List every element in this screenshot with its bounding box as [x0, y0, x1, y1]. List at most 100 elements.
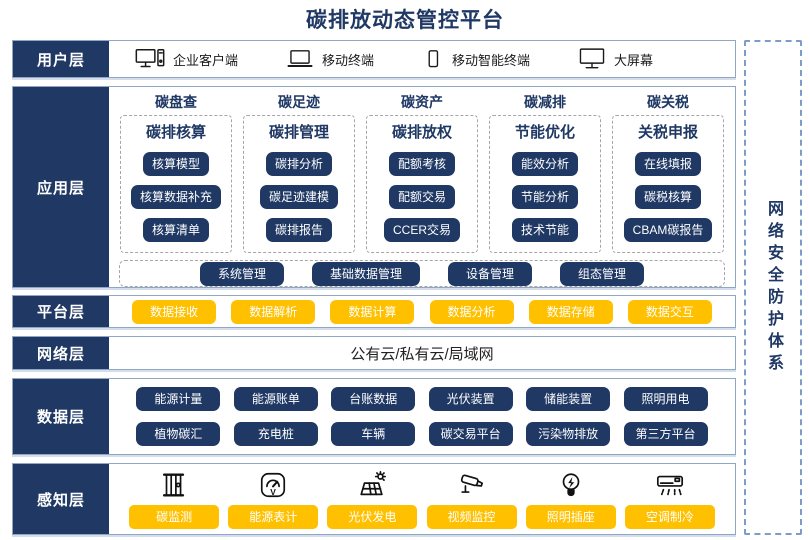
user-terminal-label: 大屏幕	[614, 52, 654, 68]
big-screen-icon	[578, 47, 606, 71]
app-group-header: 碳资产	[401, 94, 443, 110]
app-group-subtitle: 碳排管理	[268, 124, 329, 141]
layer-label-user: 用户层	[13, 41, 109, 77]
smartphone-icon	[422, 47, 444, 71]
network-cloud-text: 公有云/私有云/局域网	[350, 345, 494, 363]
user-layer-content: 企业客户端 移动终端 移动智能终端	[109, 41, 735, 77]
cctv-camera-icon	[457, 470, 487, 500]
app-group-box: 节能优化 能效分析 节能分析 技术节能	[489, 115, 601, 253]
data-source-chip: 第三方平台	[623, 422, 708, 446]
app-group-box: 碳排放权 配额考核 配额交易 CCER交易	[366, 115, 478, 253]
app-common-chip: 设备管理	[448, 261, 533, 286]
user-terminal-enterprise: 企业客户端	[135, 48, 238, 71]
data-source-chip: 污染物排放	[526, 422, 611, 446]
app-module-chip: 核算清单	[142, 218, 209, 242]
perception-chip: 能源表计	[228, 504, 319, 529]
layer-data: 数据层 能源计量 能源账单 台账数据 光伏装置 储能装置 照明用电 植物碳汇 充…	[12, 378, 736, 455]
perception-chip: 视频监控	[426, 504, 517, 529]
platform-chip: 数据接收	[132, 299, 217, 324]
air-conditioner-icon	[655, 470, 685, 500]
data-source-chip: 充电桩	[233, 422, 318, 446]
app-layer-content: 碳盘查 碳排核算 核算模型 核算数据补充 核算清单 碳足迹 碳排管理 碳排分析	[109, 87, 735, 287]
perception-item-solar: 光伏发电	[324, 470, 420, 529]
app-module-chip: 碳税核算	[634, 185, 701, 209]
app-group-carbon-footprint: 碳足迹 碳排管理 碳排分析 碳足迹建模 碳排报告	[240, 90, 358, 253]
perception-chip: 空调制冷	[624, 504, 715, 529]
layer-stack: 用户层 企业客户端 移动终端	[12, 40, 736, 535]
data-source-chip: 能源计量	[136, 387, 221, 411]
app-group-subtitle: 关税申报	[637, 124, 698, 141]
solar-panel-icon	[357, 470, 387, 500]
user-terminal-label: 移动智能终端	[452, 52, 531, 68]
app-common-chip: 系统管理	[199, 261, 284, 286]
platform-chip: 数据存储	[528, 299, 613, 324]
data-source-chip: 植物碳汇	[136, 422, 221, 446]
network-security-label: 网络安全防护体系	[765, 199, 782, 376]
app-group-carbon-asset: 碳资产 碳排放权 配额考核 配额交易 CCER交易	[363, 90, 481, 253]
app-group-box: 碳排核算 核算模型 核算数据补充 核算清单	[120, 115, 232, 253]
user-terminal-mobile: 移动终端	[286, 48, 374, 70]
app-module-chip: CBAM碳报告	[623, 218, 713, 242]
user-terminal-label: 企业客户端	[173, 52, 239, 68]
platform-chip: 数据分析	[429, 299, 514, 324]
app-groups: 碳盘查 碳排核算 核算模型 核算数据补充 核算清单 碳足迹 碳排管理 碳排分析	[117, 90, 727, 253]
platform-chip: 数据交互	[627, 299, 712, 324]
data-source-chip: 台账数据	[331, 387, 416, 411]
data-source-chip: 碳交易平台	[428, 422, 513, 446]
perception-chip: 碳监测	[129, 504, 220, 529]
platform-chip: 数据解析	[231, 299, 316, 324]
perception-item-lighting: 照明插座	[523, 470, 619, 529]
app-module-chip: 核算数据补充	[130, 185, 221, 209]
app-module-chip: CCER交易	[383, 218, 460, 242]
user-terminal-bigscreen: 大屏幕	[578, 47, 653, 71]
laptop-icon	[286, 48, 314, 70]
perception-item-carbon-monitor: 碳监测	[126, 470, 222, 529]
app-module-chip: 碳足迹建模	[259, 185, 338, 209]
light-bulb-icon	[556, 470, 586, 500]
data-source-chip: 照明用电	[623, 387, 708, 411]
app-module-chip: 配额交易	[388, 185, 455, 209]
data-source-chip: 能源账单	[233, 387, 318, 411]
layer-label-perception: 感知层	[13, 464, 109, 534]
layer-label-app: 应用层	[13, 87, 109, 287]
app-module-chip: 配额考核	[388, 152, 455, 176]
data-source-chip: 储能装置	[526, 387, 611, 411]
app-group-box: 关税申报 在线填报 碳税核算 CBAM碳报告	[612, 115, 724, 253]
perception-chip: 光伏发电	[327, 504, 418, 529]
data-source-chip: 车辆	[331, 422, 416, 446]
app-module-chip: 能效分析	[511, 152, 578, 176]
layer-app: 应用层 碳盘查 碳排核算 核算模型 核算数据补充 核算清单 碳足迹	[12, 86, 736, 288]
app-group-subtitle: 碳排放权	[391, 124, 452, 141]
app-module-chip: 节能分析	[511, 185, 578, 209]
layer-platform: 平台层 数据接收 数据解析 数据计算 数据分析 数据存储 数据交互	[12, 295, 736, 328]
data-source-chip: 光伏装置	[428, 387, 513, 411]
user-terminal-label: 移动终端	[322, 52, 375, 68]
network-security-panel: 网络安全防护体系	[744, 40, 802, 535]
user-terminal-smart: 移动智能终端	[422, 47, 530, 71]
app-group-header: 碳足迹	[278, 94, 320, 110]
app-group-header: 碳减排	[524, 94, 566, 110]
layer-label-network: 网络层	[13, 337, 109, 369]
data-layer-content: 能源计量 能源账单 台账数据 光伏装置 储能装置 照明用电 植物碳汇 充电桩 车…	[109, 379, 735, 454]
app-group-carbon-tariff: 碳关税 关税申报 在线填报 碳税核算 CBAM碳报告	[609, 90, 727, 253]
perception-layer-content: 碳监测 V 能源表计 光伏发电	[109, 464, 735, 534]
layer-perception: 感知层 碳监测 V 能源表计	[12, 463, 736, 535]
platform-chip: 数据计算	[330, 299, 415, 324]
app-module-chip: 核算模型	[142, 152, 209, 176]
perception-item-cctv: 视频监控	[424, 470, 520, 529]
app-group-subtitle: 碳排核算	[145, 124, 206, 141]
app-module-chip: 技术节能	[511, 218, 578, 242]
perception-item-energy-meter: V 能源表计	[225, 470, 321, 529]
app-group-subtitle: 节能优化	[514, 124, 575, 141]
layer-label-platform: 平台层	[13, 296, 109, 327]
svg-text:V: V	[270, 486, 276, 496]
app-common-chip: 组态管理	[560, 261, 645, 286]
layer-label-data: 数据层	[13, 379, 109, 454]
network-layer-content: 公有云/私有云/局域网	[109, 337, 735, 369]
app-group-carbon-reduction: 碳减排 节能优化 能效分析 节能分析 技术节能	[486, 90, 604, 253]
platform-layer-content: 数据接收 数据解析 数据计算 数据分析 数据存储 数据交互	[109, 296, 735, 327]
app-common-modules-box: 系统管理 基础数据管理 设备管理 组态管理	[119, 260, 725, 287]
energy-meter-icon: V	[258, 470, 288, 500]
carbon-monitor-icon	[159, 470, 189, 500]
data-source-row: 植物碳汇 充电桩 车辆 碳交易平台 污染物排放 第三方平台	[123, 422, 721, 446]
